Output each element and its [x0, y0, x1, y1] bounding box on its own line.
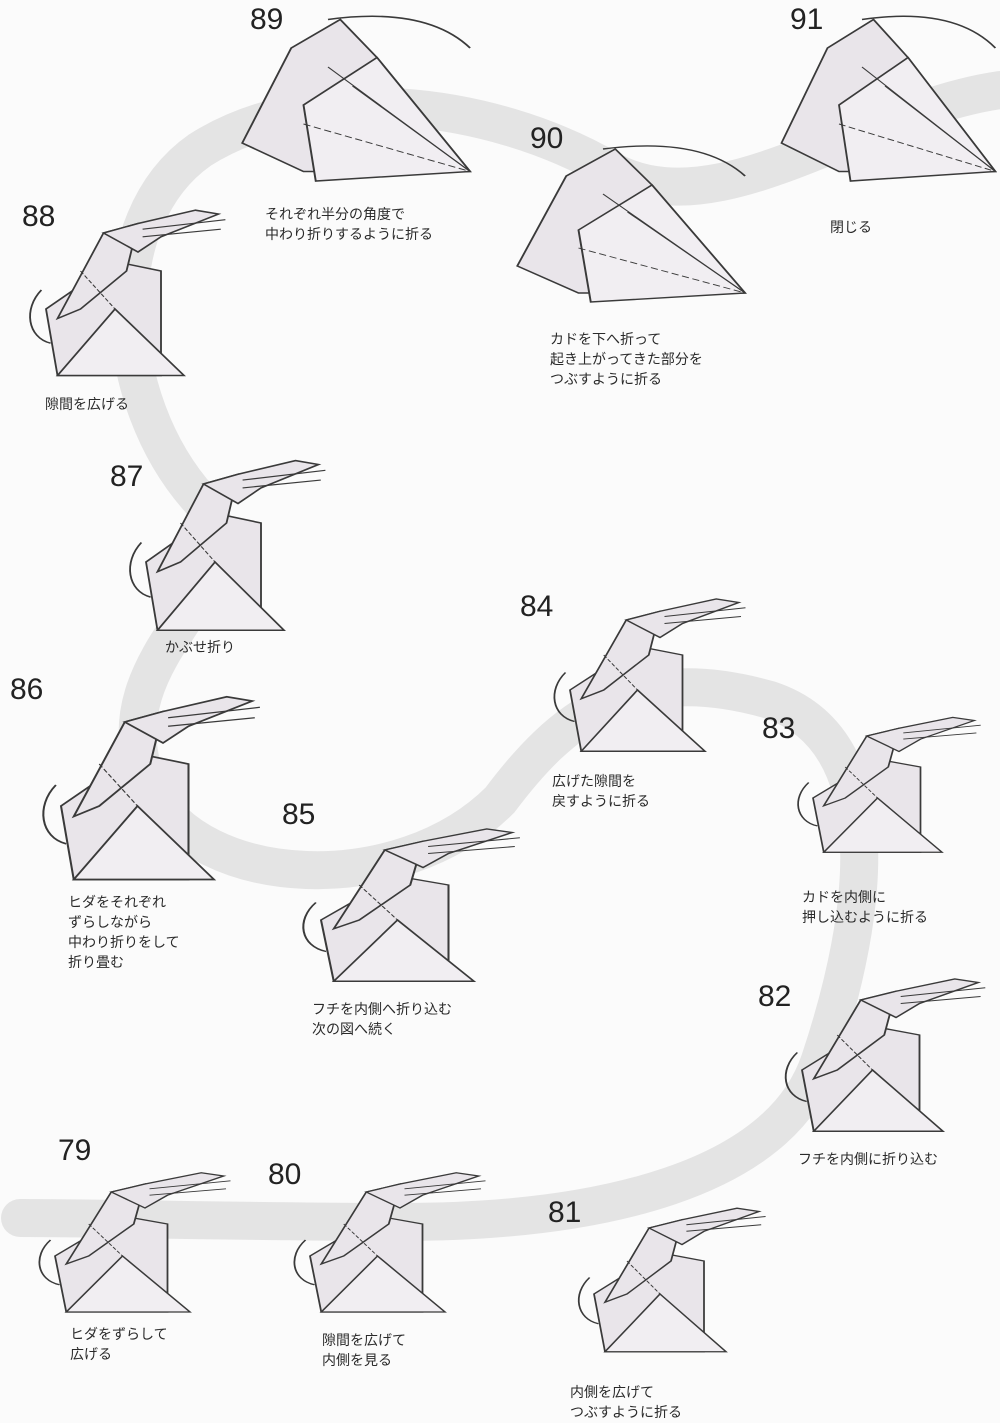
caption-line: ヒダをずらして	[70, 1327, 168, 1343]
step-caption: カドを内側に押し込むように折る	[802, 888, 928, 928]
caption-line: 隙間を広げる	[45, 397, 129, 413]
step-caption: 隙間を広げて内側を見る	[322, 1331, 406, 1371]
caption-line: ヒダをそれぞれ	[68, 895, 166, 911]
origami-figure-81	[550, 1195, 770, 1360]
step-caption: 隙間を広げる	[45, 395, 129, 415]
step-number: 84	[520, 590, 554, 623]
step-caption: ヒダをそれぞれずらしながら中わり折りをして折り畳む	[68, 893, 180, 973]
step-caption: カドを下へ折って起き上がってきた部分をつぶすように折る	[550, 330, 703, 390]
step-number: 82	[758, 980, 792, 1013]
step-caption: フチを内側へ折り込む次の図へ続く	[312, 1000, 452, 1040]
caption-line: 隙間を広げて	[322, 1333, 406, 1349]
origami-figure-80	[265, 1160, 490, 1320]
step-number: 89	[250, 3, 284, 36]
caption-line: ずらしながら	[68, 915, 152, 931]
caption-line: 内側を広げて	[570, 1385, 654, 1401]
caption-line: 戻すように折る	[552, 794, 650, 810]
origami-figure-79	[10, 1160, 235, 1320]
step-number: 86	[10, 673, 44, 706]
step-number: 81	[548, 1196, 582, 1229]
caption-line: 次の図へ続く	[312, 1022, 396, 1038]
step-caption: それぞれ半分の角度で中わり折りするように折る	[265, 205, 433, 245]
step-caption: フチを内側に折り込む	[798, 1150, 938, 1170]
step-caption: 内側を広げてつぶすように折る	[570, 1383, 682, 1423]
step-number: 91	[790, 3, 824, 36]
caption-line: 閉じる	[830, 220, 872, 236]
step-caption: かぶせ折り	[165, 638, 235, 658]
step-number: 88	[22, 200, 56, 233]
caption-line: つぶすように折る	[570, 1405, 682, 1421]
origami-figure-84	[525, 585, 750, 760]
origami-figure-87	[100, 445, 330, 640]
step-number: 83	[762, 712, 796, 745]
caption-line: 広げる	[70, 1347, 112, 1363]
caption-line: カドを下へ折って	[550, 332, 662, 348]
step-number: 90	[530, 122, 564, 155]
step-number: 85	[282, 798, 316, 831]
step-number: 87	[110, 460, 144, 493]
caption-line: 起き上がってきた部分を	[550, 352, 703, 368]
step-caption: ヒダをずらして広げる	[70, 1325, 168, 1365]
origami-figure-86	[10, 680, 265, 890]
origami-figure-90	[505, 140, 750, 320]
origami-figure-91	[770, 10, 1000, 200]
caption-line: つぶすように折る	[550, 372, 662, 388]
caption-line: 押し込むように折る	[802, 910, 928, 926]
caption-line: フチを内側に折り込む	[798, 1152, 938, 1168]
step-number: 80	[268, 1158, 302, 1191]
caption-line: かぶせ折り	[165, 640, 235, 656]
caption-line: 中わり折りをして	[68, 935, 180, 951]
step-caption: 広げた隙間を戻すように折る	[552, 772, 650, 812]
caption-line: 折り畳む	[68, 955, 124, 971]
origami-figure-85	[270, 815, 525, 990]
step-caption: 閉じる	[830, 218, 872, 238]
caption-line: 広げた隙間を	[552, 774, 636, 790]
caption-line: 内側を見る	[322, 1353, 392, 1369]
step-number: 79	[58, 1134, 92, 1167]
origami-figure-83	[770, 705, 985, 860]
caption-line: 中わり折りするように折る	[265, 227, 433, 243]
origami-figure-89	[230, 10, 475, 200]
origami-figure-88	[0, 195, 230, 385]
caption-line: カドを内側に	[802, 890, 886, 906]
caption-line: それぞれ半分の角度で	[265, 207, 405, 223]
caption-line: フチを内側へ折り込む	[312, 1002, 452, 1018]
origami-figure-82	[755, 965, 990, 1140]
